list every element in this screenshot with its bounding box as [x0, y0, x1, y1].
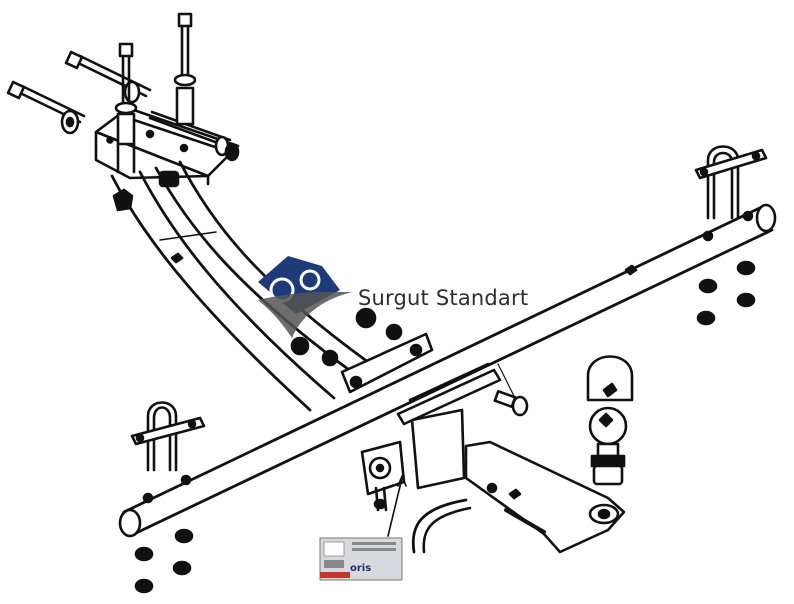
- gears-and-wing-logo-icon: [258, 256, 352, 338]
- tow-ball-icon: [588, 406, 628, 486]
- bolt-icon: [493, 363, 529, 417]
- nut-icon: [134, 260, 756, 594]
- u-bolt-icon: [130, 145, 768, 472]
- drawbar-tongue: [464, 440, 626, 554]
- nameplate-icon: [319, 537, 403, 581]
- watermark-brand-text: Surgut Standart: [358, 286, 529, 310]
- hitch-socket: [360, 408, 466, 512]
- center-bracket: [290, 307, 502, 426]
- drawbar-arm: [110, 160, 370, 412]
- safety-chain-hook: [411, 498, 472, 554]
- bolt-icon: [114, 12, 197, 174]
- ball-cover-icon: [586, 355, 634, 402]
- nameplate-brand-text: oris: [350, 563, 372, 574]
- cross-bar: [118, 203, 777, 538]
